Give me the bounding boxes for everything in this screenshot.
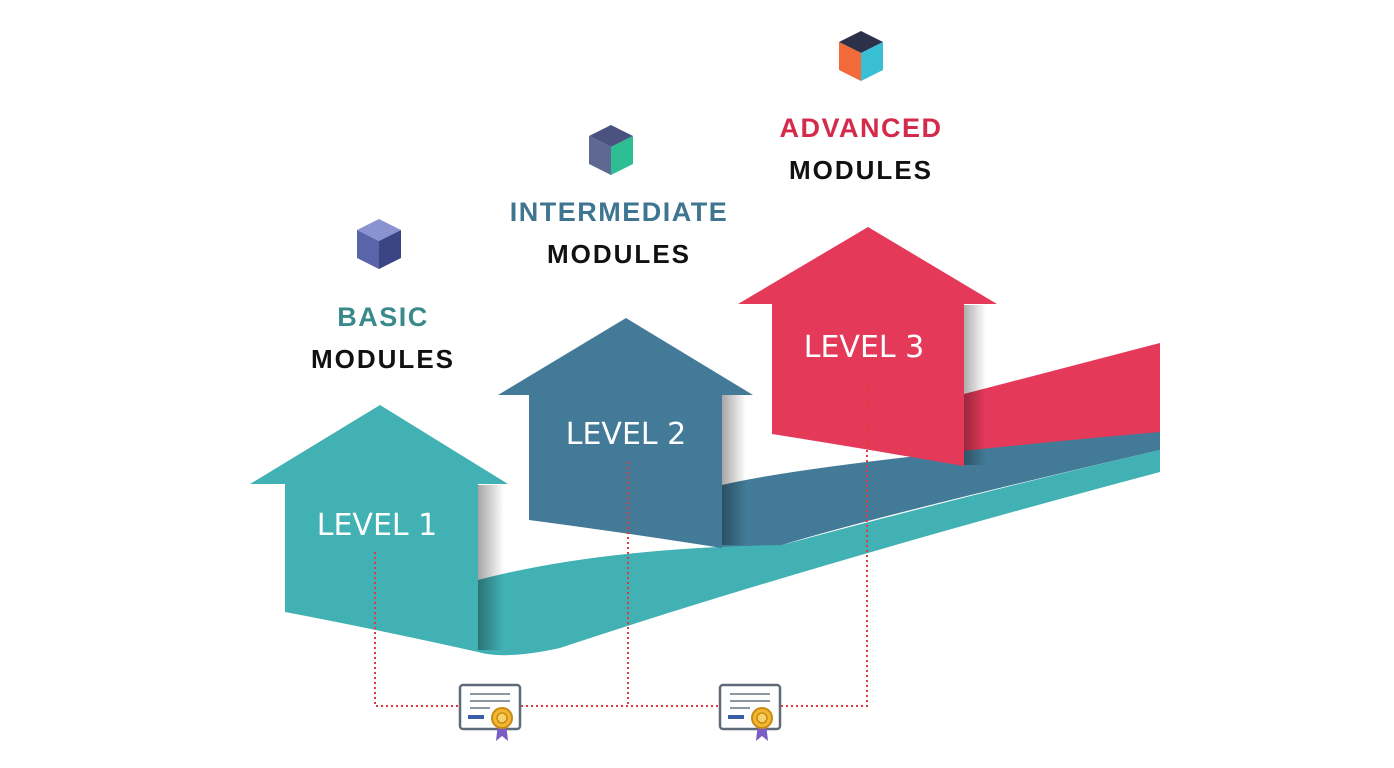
arrow-level-1 xyxy=(250,405,508,652)
level-1-category: BASIC xyxy=(337,302,429,332)
certificate-icon xyxy=(718,683,782,741)
arrow-level-3 xyxy=(738,227,997,466)
arrow-shadow-2 xyxy=(722,395,746,545)
arrow-shadow-1 xyxy=(478,485,504,650)
level-2-label: LEVEL 2 xyxy=(566,417,686,452)
level-3-category: ADVANCED xyxy=(779,113,942,143)
cube-icon-orange xyxy=(839,31,883,81)
level-3-label: LEVEL 3 xyxy=(804,330,924,365)
level-2-modules: MODULES xyxy=(547,239,691,269)
level-1-label: LEVEL 1 xyxy=(317,508,437,543)
ribbon-level-2 xyxy=(722,432,1160,551)
arrow-level-2 xyxy=(498,318,753,548)
level-2-category: INTERMEDIATE xyxy=(510,197,729,227)
level-3-modules: MODULES xyxy=(789,155,933,185)
level-1-modules: MODULES xyxy=(311,344,455,374)
certificate-icon xyxy=(458,683,522,741)
cube-icon-green xyxy=(589,125,633,175)
cube-icon-navy xyxy=(357,219,401,269)
connector-lines xyxy=(374,380,868,707)
arrow-shadow-3 xyxy=(962,305,986,465)
ribbon-level-1 xyxy=(478,450,1160,656)
